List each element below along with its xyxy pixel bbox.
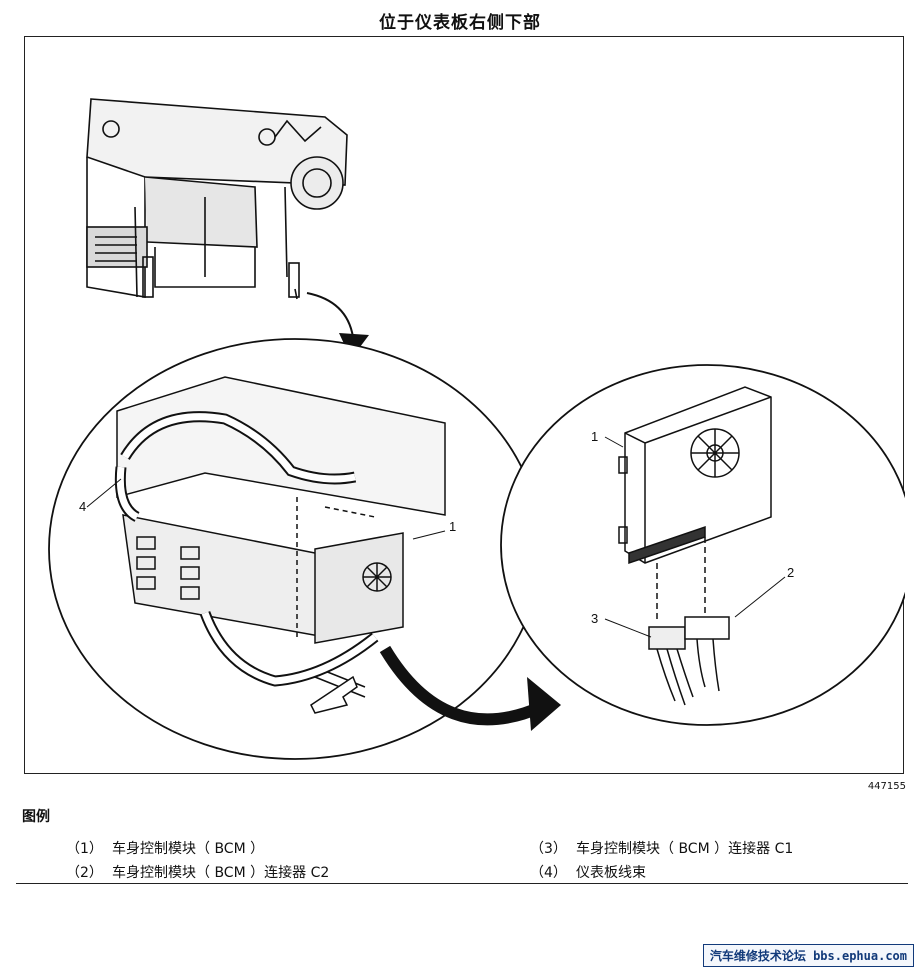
- forum-watermark: 汽车维修技术论坛 bbs.ephua.com: [702, 944, 914, 967]
- legend-number: （1）: [66, 841, 103, 857]
- legend-item: （1） 车身控制模块（ BCM ）: [66, 838, 264, 858]
- curved-arrow-down: [306, 292, 354, 338]
- legend-text: 车身控制模块（ BCM ）连接器 C2: [112, 865, 330, 881]
- figure-number: 447155: [867, 781, 906, 792]
- callout-4: 4: [79, 499, 86, 514]
- callout-3: 3: [591, 611, 598, 626]
- legend-text: 仪表板线束: [576, 865, 646, 881]
- legend-number: （3）: [530, 841, 567, 857]
- left-detail-circle: 4 1: [48, 338, 542, 760]
- legend-item: （2） 车身控制模块（ BCM ）连接器 C2: [66, 862, 329, 882]
- dashboard-assembly-drawing: [86, 98, 348, 300]
- callout-1-left: 1: [449, 519, 456, 534]
- legend-item: （4） 仪表板线束: [530, 862, 646, 882]
- wire-harness-drawing: [114, 411, 379, 687]
- section-divider: [16, 883, 908, 884]
- page-title: 位于仪表板右侧下部: [379, 13, 541, 33]
- legend-text: 车身控制模块（ BCM ）: [112, 841, 265, 857]
- figure-frame: 4 1: [24, 36, 905, 774]
- curved-arrow-right: [379, 645, 544, 726]
- callout-1-right: 1: [591, 429, 598, 444]
- arrow-head-right: [527, 677, 561, 731]
- callout-2: 2: [787, 565, 794, 580]
- right-detail-circle: 1 2 3: [500, 364, 905, 726]
- technical-illustration: 4 1: [48, 98, 905, 760]
- legend-number: （2）: [66, 865, 103, 881]
- legend-heading: 图例: [22, 809, 50, 825]
- legend-number: （4）: [530, 865, 567, 881]
- legend-item: （3） 车身控制模块（ BCM ）连接器 C1: [530, 838, 793, 858]
- legend-text: 车身控制模块（ BCM ）连接器 C1: [576, 841, 794, 857]
